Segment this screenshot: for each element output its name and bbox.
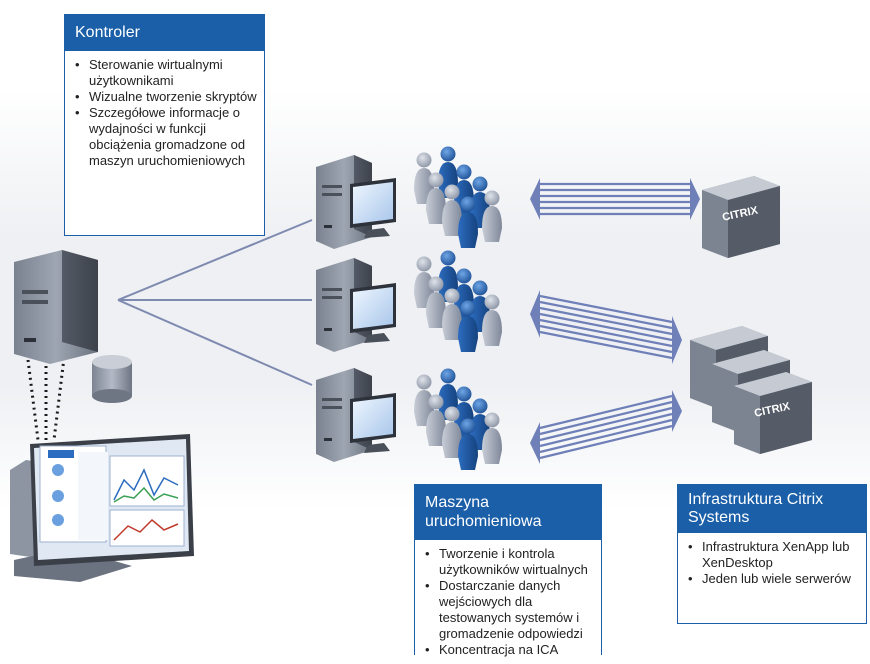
ica-arrowheads: [530, 178, 700, 464]
launcher-title: Maszyna uruchomieniowa: [415, 485, 601, 540]
list-item: Dostarczanie danych wejściowych dla test…: [425, 578, 595, 642]
citrix-server-single: CITRIX: [702, 176, 780, 258]
ica-connections-2: [539, 294, 673, 360]
list-item: Infrastruktura XenApp lub XenDesktop: [688, 539, 860, 571]
controller-title: Kontroler: [65, 15, 264, 51]
citrix-server-farm: CITRIX: [690, 326, 812, 454]
dotted-links: [26, 357, 66, 441]
workstation-icon: [10, 434, 194, 582]
citrix-title: Infrastruktura Citrix Systems: [678, 485, 866, 533]
citrix-bullets: Infrastruktura XenApp lub XenDesktop Jed…: [678, 533, 866, 593]
ica-connections-3: [539, 394, 673, 460]
list-item: Wizualne tworzenie skryptów: [75, 89, 258, 105]
list-item: Sterowanie wirtualnymi użytkownikami: [75, 57, 258, 89]
launcher-row-2: [316, 251, 502, 352]
database-icon: [92, 355, 132, 403]
list-item: Tworzenie i kontrola użytkowników wirtua…: [425, 546, 595, 578]
launcher-bullets: Tworzenie i kontrola użytkowników wirtua…: [415, 540, 601, 664]
launcher-info-box: Maszyna uruchomieniowa Tworzenie i kontr…: [414, 484, 602, 658]
ica-connections-1: [540, 182, 690, 216]
citrix-info-box: Infrastruktura Citrix Systems Infrastruk…: [677, 484, 867, 624]
controller-info-box: Kontroler Sterowanie wirtualnymi użytkow…: [64, 14, 265, 236]
launcher-row-1: [316, 147, 502, 249]
list-item: Szczegółowe informacje o wydajności w fu…: [75, 105, 258, 169]
controller-bullets: Sterowanie wirtualnymi użytkownikami Wiz…: [65, 51, 264, 175]
list-item: Jeden lub wiele serwerów: [688, 571, 860, 587]
launcher-row-3: [316, 368, 502, 470]
controller-tower: [14, 250, 98, 364]
list-item: Koncentracja na ICA: [425, 642, 595, 658]
controller-links: [117, 219, 313, 386]
